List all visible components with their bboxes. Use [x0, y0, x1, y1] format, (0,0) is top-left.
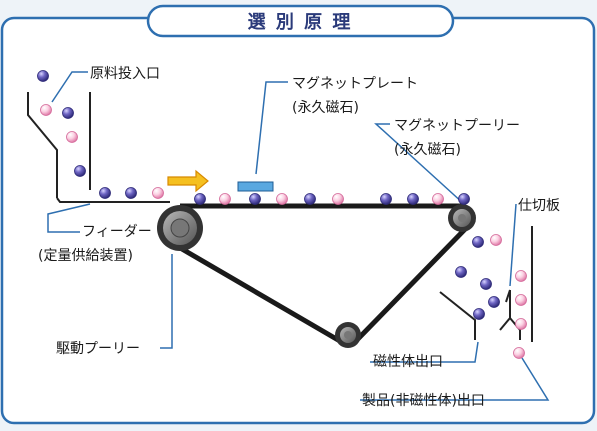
nonmagnetic-particle	[490, 234, 502, 246]
nonmagnetic-particle	[40, 104, 52, 116]
nonmagnetic-particle	[432, 193, 444, 205]
diagram-title: 選 別 原 理	[248, 12, 353, 33]
leader-pulley	[374, 123, 465, 205]
feeder-sub-label: (定量供給装置)	[38, 248, 133, 264]
magnetic-particle	[99, 187, 111, 199]
nonmagnetic-particle	[515, 294, 527, 306]
hopper	[27, 92, 91, 198]
magnetic-particle	[480, 278, 492, 290]
magnetic-particle	[125, 187, 137, 199]
magnetic-particle	[473, 308, 485, 320]
direction-arrow	[167, 169, 209, 193]
inlet-label: 原料投入口	[90, 66, 160, 82]
outlet-chutes	[439, 226, 533, 342]
nonmagnetic-particle	[515, 318, 527, 330]
title-banner: 選 別 原 理	[146, 4, 455, 38]
magnetic-particle	[458, 193, 470, 205]
magnetic-outlet-label: 磁性体出口	[373, 354, 443, 370]
divider-label: 仕切板	[518, 198, 560, 214]
drive-pulley	[157, 205, 203, 251]
nonmagnetic-particle	[332, 193, 344, 205]
magnetic-particle	[380, 193, 392, 205]
tension-pulley	[335, 322, 361, 348]
plate-label: マグネットプレート	[292, 76, 418, 92]
leader-divider	[509, 203, 517, 287]
leader-inlet	[51, 71, 88, 103]
particles	[37, 70, 527, 359]
nonmagnetic-particle	[219, 193, 231, 205]
magnetic-particle	[194, 193, 206, 205]
magnet-pulley	[448, 204, 476, 232]
leader-plate	[255, 81, 288, 175]
magnetic-particle	[74, 165, 86, 177]
nonmagnetic-particle	[515, 270, 527, 282]
leader-feeder	[47, 203, 91, 233]
leader-lines	[47, 71, 550, 401]
nonmagnetic-particle	[152, 187, 164, 199]
nonmagnetic-particle	[66, 131, 78, 143]
magnet-plate	[237, 181, 274, 192]
divider-plate	[505, 289, 511, 303]
conveyor-belt	[168, 203, 476, 347]
feeder-label: フィーダー	[82, 224, 152, 240]
feeder-tray	[56, 197, 170, 203]
leader-product-outlet	[360, 357, 550, 401]
labels: 原料投入口 マグネットプレート (永久磁石) マグネットプーリー (永久磁石) …	[38, 66, 560, 409]
magnetic-particle	[62, 107, 74, 119]
magnetic-particle	[249, 193, 261, 205]
pulley-label: マグネットプーリー	[394, 118, 520, 134]
magnetic-particle	[488, 296, 500, 308]
plate-sub-label: (永久磁石)	[292, 100, 359, 116]
magnetic-particle	[304, 193, 316, 205]
nonmagnetic-particle	[276, 193, 288, 205]
leader-drive	[160, 254, 173, 349]
drive-pulley-label: 駆動プーリー	[56, 341, 140, 357]
magnetic-particle	[455, 266, 467, 278]
magnetic-particle	[37, 70, 49, 82]
product-outlet-label: 製品(非磁性体)出口	[362, 393, 485, 409]
nonmagnetic-particle	[513, 347, 525, 359]
magnetic-particle	[407, 193, 419, 205]
pulley-sub-label: (永久磁石)	[394, 142, 461, 158]
leader-magnetic-outlet	[370, 341, 479, 363]
magnetic-particle	[472, 236, 484, 248]
